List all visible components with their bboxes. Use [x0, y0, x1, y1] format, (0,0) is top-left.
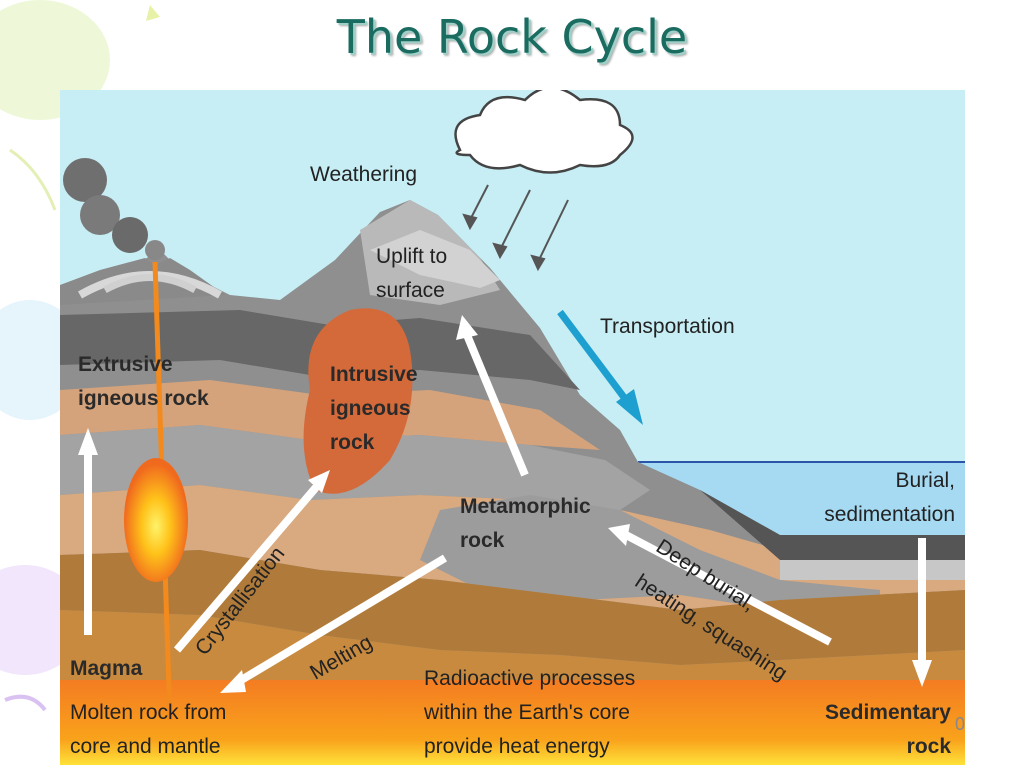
label-intrusive-line1: Intrusive [330, 363, 418, 386]
cycle-arrows [78, 315, 932, 693]
arrow-uplift [463, 333, 529, 477]
label-metamorphic-line1: Metamorphic [460, 495, 591, 518]
transportation-arrow [557, 309, 643, 425]
label-extrusive-line2: igneous rock [78, 387, 209, 410]
decor-blob [0, 0, 110, 120]
intrusive-igneous-body [303, 308, 413, 494]
deeper-band [60, 610, 965, 680]
deep-brown-band [60, 550, 965, 665]
label-transportation: Transportation [600, 315, 735, 338]
arrow-deep-burial [624, 531, 832, 646]
volcano-icon [60, 258, 225, 305]
label-intrusive-line3: rock [330, 431, 375, 454]
rock-cycle-illustration [60, 90, 965, 765]
label-intrusive-line2: igneous [330, 397, 411, 420]
label-metamorphic-line2: rock [460, 529, 505, 552]
label-molten-line2: core and mantle [70, 735, 221, 758]
label-sedimentary-line2: rock [906, 735, 951, 758]
slide-title: The Rock Cycle [336, 10, 688, 64]
label-molten-line1: Molten rock from [70, 701, 227, 724]
arrow-crystallisation [173, 482, 322, 653]
volcano-ash-layer [103, 274, 197, 294]
label-uplift-line1: Uplift to [376, 245, 448, 268]
molten-core-layer [60, 680, 965, 765]
label-uplift-line2: surface [376, 279, 445, 302]
label-extrusive-line1: Extrusive [78, 353, 173, 376]
label-radioactive-line1: Radioactive processes [424, 667, 636, 690]
label-weathering: Weathering [310, 163, 418, 186]
decor-swirl [4, 694, 47, 712]
cloud-icon [454, 90, 634, 174]
label-sedimentary-line1: Sedimentary [824, 701, 951, 724]
seabed-dark-layer [700, 490, 965, 560]
label-burial-line2: sedimentation [824, 503, 955, 526]
decor-swirl [9, 148, 57, 211]
magma-chamber [124, 458, 188, 582]
label-radioactive-line2: within the Earth's core [424, 701, 630, 724]
rock-cycle-diagram: Weathering Uplift to surface Transportat… [60, 90, 965, 765]
label-magma: Magma [70, 657, 143, 680]
label-burial-line1: Burial, [895, 469, 955, 492]
seabed-light-layer [780, 560, 965, 580]
sea [635, 462, 965, 535]
rain-arrows-icon [462, 184, 569, 272]
mountain-light-band [370, 230, 500, 288]
metamorphic-zone [420, 495, 880, 620]
smoke-icon [63, 158, 165, 260]
decor-leaf [146, 5, 160, 21]
arrow-melting [235, 554, 448, 686]
label-radioactive-line3: provide heat energy [424, 735, 610, 758]
page-number: 0 [955, 714, 966, 734]
